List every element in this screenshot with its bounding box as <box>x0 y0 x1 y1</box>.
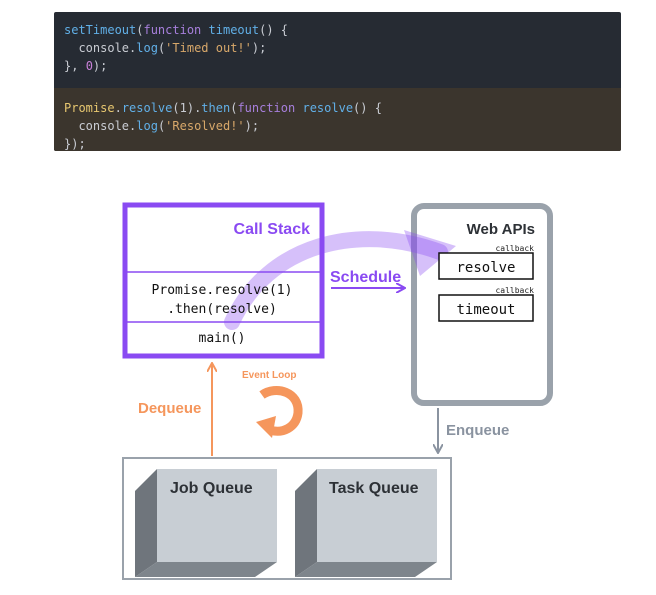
code-token: 'Resolved!' <box>165 119 245 133</box>
code-snippet: setTimeout(function timeout() { console.… <box>54 12 621 151</box>
code-token: ( <box>157 119 166 133</box>
code-token: log <box>136 41 158 55</box>
code-token: ); <box>244 119 260 133</box>
code-token: timeout <box>208 23 260 37</box>
call-stack-title: Call Stack <box>234 221 311 238</box>
code-token: () { <box>353 101 382 115</box>
code-line: }, 0); <box>64 58 107 74</box>
stack-frame-promise-line2: .then(resolve) <box>167 302 277 317</box>
code-token: console. <box>64 119 137 133</box>
schedule-arc <box>224 231 448 330</box>
code-token: ( <box>157 41 166 55</box>
code-token: ( <box>230 101 238 115</box>
event-loop-icon <box>256 386 303 438</box>
code-line: }); <box>64 136 86 151</box>
callback-caption: callback <box>495 286 534 295</box>
code-token: () { <box>259 23 288 37</box>
call-stack-box <box>122 202 325 359</box>
code-token: Promise <box>64 101 115 115</box>
code-line: Promise.resolve(1).then(function resolve… <box>64 100 382 116</box>
task-queue-box <box>295 469 437 577</box>
web-api-item-resolve-label: resolve <box>456 260 515 276</box>
code-token: then <box>201 101 231 115</box>
code-section-promise: Promise.resolve(1).then(function resolve… <box>54 88 621 151</box>
job-queue-label: Job Queue <box>170 480 253 497</box>
code-token: ); <box>92 59 108 73</box>
code-token: function <box>237 101 296 115</box>
code-token: . <box>114 101 122 115</box>
enqueue-label: Enqueue <box>446 422 509 439</box>
dequeue-label: Dequeue <box>138 400 201 417</box>
web-apis-title: Web APIs <box>467 221 535 238</box>
code-section-settimeout: setTimeout(function timeout() { console.… <box>54 12 621 86</box>
schedule-label: Schedule <box>330 269 401 286</box>
code-token: resolve <box>121 101 173 115</box>
code-token: function <box>143 23 202 37</box>
web-api-item-timeout <box>438 294 534 322</box>
code-token: ( <box>136 23 144 37</box>
stack-frame-promise-line1: Promise.resolve(1) <box>152 283 293 298</box>
event-loop-label: Event Loop <box>242 370 296 381</box>
code-token: resolve <box>302 101 354 115</box>
code-token: setTimeout <box>64 23 137 37</box>
code-token: (1). <box>172 101 202 115</box>
code-line: setTimeout(function timeout() { <box>64 22 288 38</box>
code-token: ); <box>251 41 267 55</box>
job-queue-box <box>135 469 277 577</box>
code-token: console. <box>64 41 137 55</box>
schedule-arc-head <box>404 230 456 276</box>
web-api-item-timeout-label: timeout <box>456 302 515 318</box>
code-token: 'Timed out!' <box>165 41 252 55</box>
code-token: }); <box>64 137 86 151</box>
code-token: 0 <box>85 59 93 73</box>
stack-frame-main: main() <box>199 331 246 346</box>
code-token: log <box>136 119 158 133</box>
web-api-item-resolve <box>438 252 534 280</box>
code-line: console.log('Timed out!'); <box>64 40 266 56</box>
code-token: }, <box>64 59 86 73</box>
code-line: console.log('Resolved!'); <box>64 118 259 134</box>
task-queue-label: Task Queue <box>329 480 419 497</box>
callback-caption: callback <box>495 244 534 253</box>
